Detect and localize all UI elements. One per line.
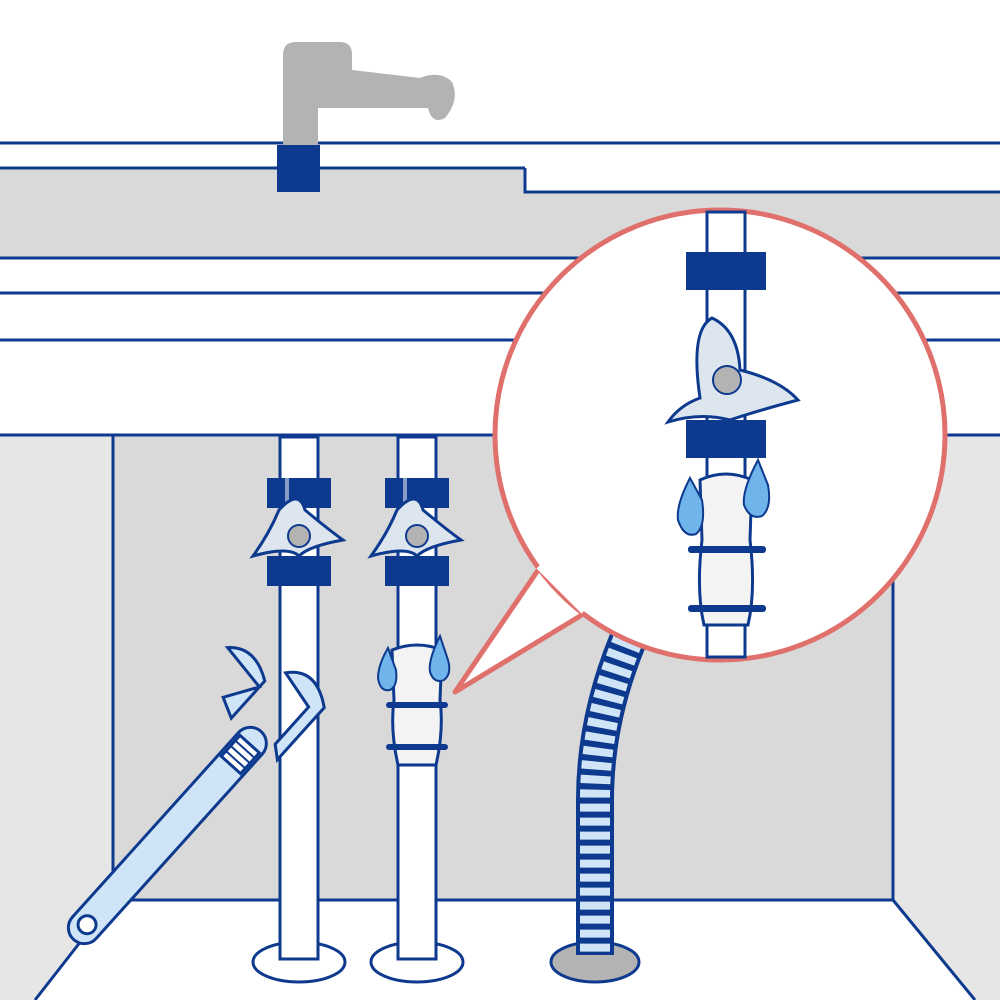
water-drop-icon [376,645,398,692]
water-pipe-right-leaking [369,435,463,961]
faucet [277,42,455,192]
drain-hose [576,632,646,955]
zoom-callout [452,207,948,695]
countertop [0,141,1000,342]
water-drop-icon [742,457,771,518]
water-drop-icon [428,633,451,682]
water-drop-icon [676,475,705,536]
wrench-icon [66,646,326,946]
